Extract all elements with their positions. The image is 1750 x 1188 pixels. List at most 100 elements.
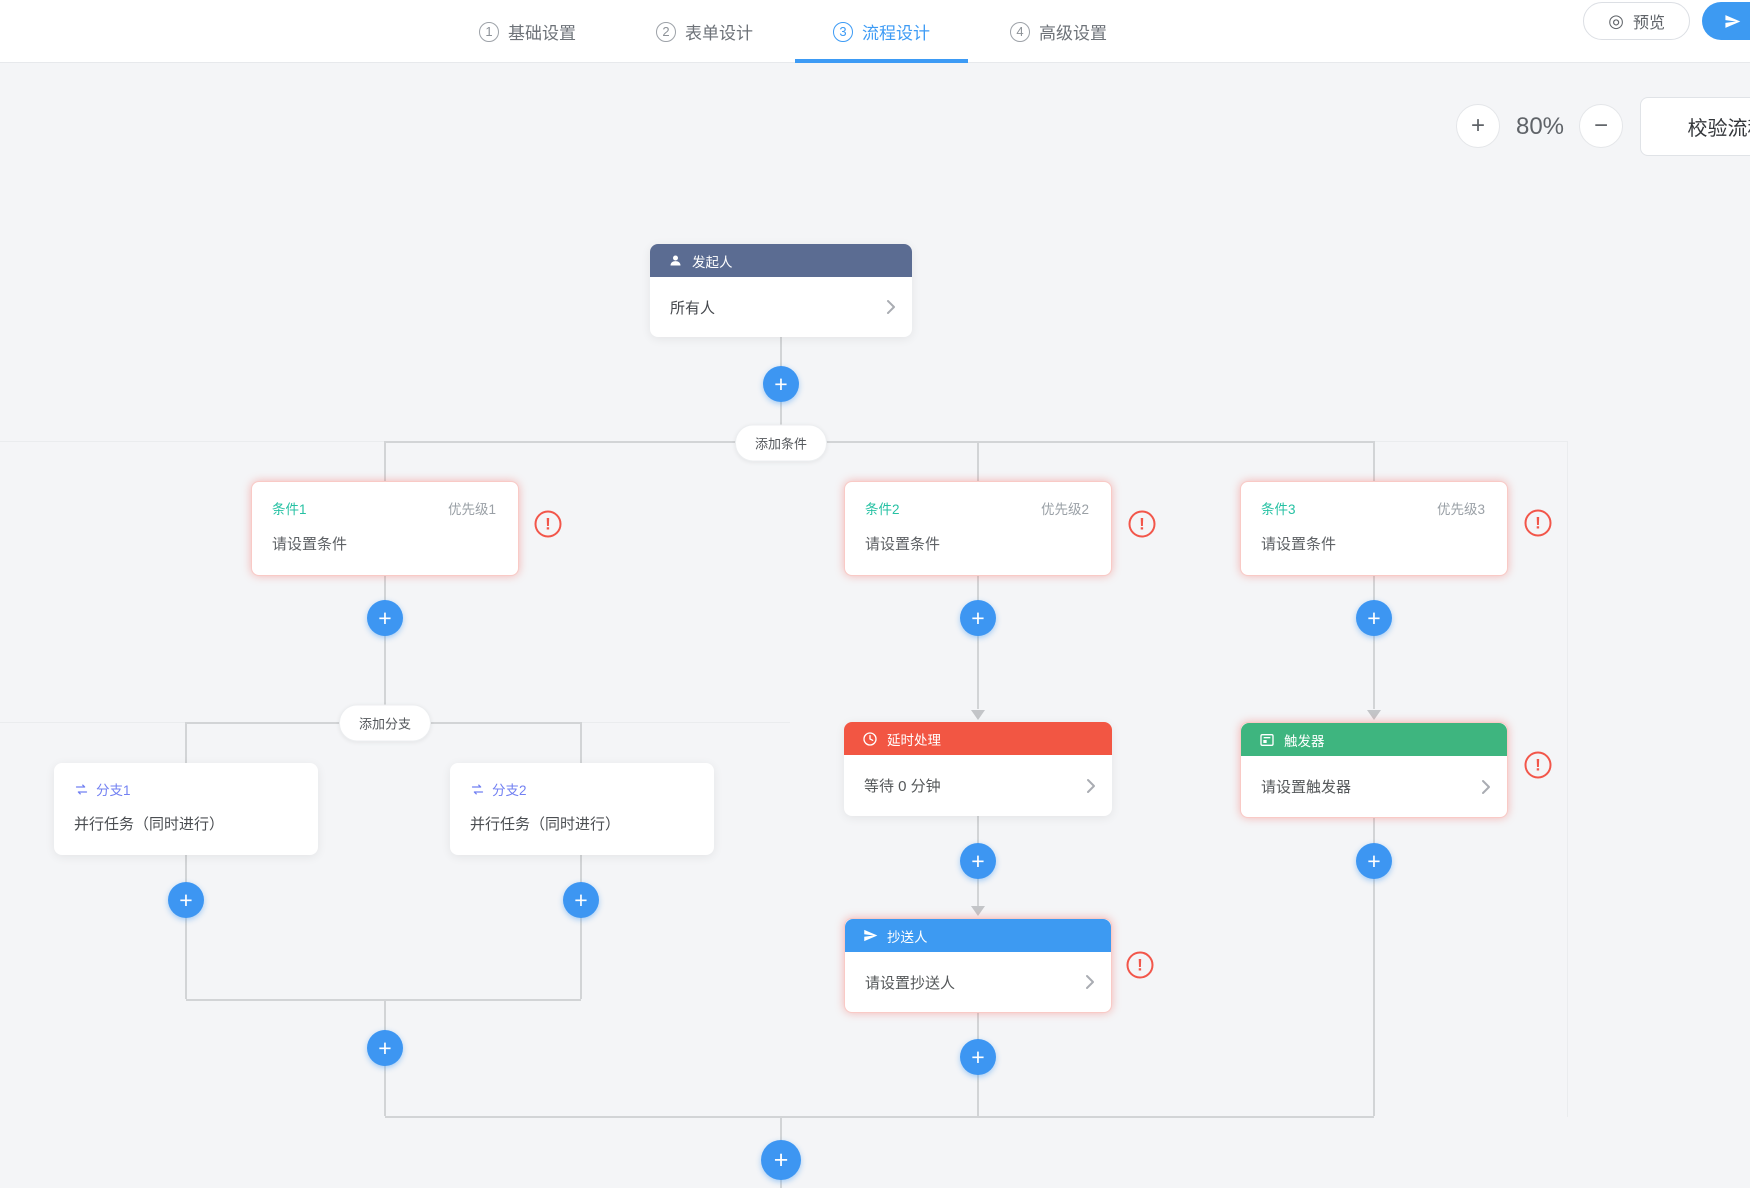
- preview-button[interactable]: ◎ 预览: [1583, 2, 1690, 40]
- add-node-button[interactable]: +: [763, 366, 799, 402]
- parallel-arrows-icon: [74, 782, 89, 797]
- connector-line: [1373, 441, 1375, 481]
- trigger-icon: [1259, 732, 1275, 748]
- add-node-button[interactable]: +: [168, 882, 204, 918]
- node-cc[interactable]: 抄送人 请设置抄送人: [844, 918, 1112, 1013]
- tab-form-design[interactable]: 2 表单设计: [618, 0, 791, 63]
- node-condition-1[interactable]: 条件1 优先级1 请设置条件: [251, 481, 519, 576]
- condition-priority: 优先级1: [447, 502, 496, 517]
- chevron-right-icon: [1085, 974, 1095, 990]
- user-icon: [668, 253, 683, 268]
- add-node-button[interactable]: +: [1356, 843, 1392, 879]
- tab-basic-settings[interactable]: 1 基础设置: [441, 0, 614, 63]
- guide-line: [1567, 441, 1568, 1117]
- node-branch-2[interactable]: 分支2 并行任务（同时进行）: [450, 763, 714, 855]
- condition-title: 条件3: [1261, 502, 1296, 517]
- condition-title: 条件1: [272, 502, 307, 517]
- node-delay[interactable]: 延时处理 等待 0 分钟: [844, 722, 1112, 816]
- connector-line: [385, 441, 1374, 443]
- branch-content: 并行任务（同时进行）: [470, 816, 621, 833]
- step-label: 流程设计: [862, 24, 930, 43]
- error-icon[interactable]: !: [1524, 751, 1552, 779]
- chevron-right-icon: [1086, 778, 1096, 794]
- zoom-in-button[interactable]: +: [1456, 104, 1500, 148]
- step-label: 表单设计: [685, 24, 753, 43]
- step-label: 高级设置: [1039, 24, 1107, 43]
- arrow-down-icon: [971, 710, 985, 720]
- paper-plane-icon: [863, 928, 878, 943]
- step-tabs: 1 基础设置 2 表单设计 3 流程设计 4 高级设置: [441, 0, 1145, 63]
- add-node-button[interactable]: +: [960, 600, 996, 636]
- condition-priority: 优先级3: [1436, 502, 1485, 517]
- branch-content: 并行任务（同时进行）: [74, 816, 225, 833]
- error-icon[interactable]: !: [1128, 510, 1156, 538]
- node-content: 所有人: [670, 299, 716, 317]
- add-node-button[interactable]: +: [1356, 600, 1392, 636]
- node-content: 请设置触发器: [1261, 779, 1352, 796]
- tab-advanced-settings[interactable]: 4 高级设置: [972, 0, 1145, 63]
- connector-line: [977, 441, 979, 481]
- parallel-arrows-icon: [470, 782, 485, 797]
- connector-line: [385, 1116, 1374, 1118]
- connector-line: [580, 722, 582, 763]
- arrow-down-icon: [971, 906, 985, 916]
- add-node-button[interactable]: +: [960, 843, 996, 879]
- chevron-right-icon: [886, 299, 896, 315]
- add-node-button[interactable]: +: [960, 1039, 996, 1075]
- top-bar: 1 基础设置 2 表单设计 3 流程设计 4 高级设置 ◎ 预览: [0, 0, 1750, 63]
- node-trigger[interactable]: 触发器 请设置触发器: [1240, 722, 1508, 818]
- connector-line: [186, 999, 581, 1001]
- step-number: 4: [1010, 21, 1030, 42]
- eye-icon: ◎: [1608, 11, 1624, 31]
- validate-flow-button[interactable]: 校验流程: [1640, 97, 1750, 156]
- connector-line: [580, 855, 582, 999]
- clock-icon: [862, 731, 878, 747]
- chevron-right-icon: [1481, 779, 1491, 795]
- connector-line: [384, 576, 386, 722]
- zoom-level: 80%: [1515, 113, 1565, 140]
- step-number: 2: [656, 21, 676, 42]
- node-branch-1[interactable]: 分支1 并行任务（同时进行）: [54, 763, 318, 855]
- connector-line: [384, 441, 386, 481]
- node-initiator[interactable]: 发起人 所有人: [650, 244, 912, 337]
- node-content: 请设置抄送人: [865, 974, 956, 992]
- condition-content: 请设置条件: [1261, 536, 1337, 553]
- add-condition-button[interactable]: 添加条件: [734, 424, 828, 462]
- step-label: 基础设置: [508, 24, 576, 43]
- node-title: 抄送人: [887, 929, 928, 945]
- add-branch-button[interactable]: 添加分支: [338, 704, 432, 742]
- node-title: 延时处理: [887, 732, 941, 748]
- step-number: 3: [833, 21, 853, 42]
- branch-title: 分支2: [492, 783, 527, 798]
- preview-label: 预览: [1632, 15, 1665, 32]
- step-number: 1: [479, 21, 499, 42]
- node-title: 触发器: [1284, 733, 1325, 749]
- branch-title: 分支1: [96, 783, 131, 798]
- add-node-button[interactable]: +: [761, 1140, 801, 1180]
- add-node-button[interactable]: +: [367, 1030, 403, 1066]
- zoom-out-button[interactable]: −: [1579, 104, 1623, 148]
- arrow-down-icon: [1367, 710, 1381, 720]
- connector-line: [1373, 576, 1375, 709]
- add-node-button[interactable]: +: [367, 600, 403, 636]
- publish-button[interactable]: 发布: [1701, 2, 1750, 40]
- error-icon[interactable]: !: [1126, 951, 1154, 979]
- condition-content: 请设置条件: [272, 536, 348, 553]
- condition-content: 请设置条件: [865, 536, 941, 553]
- error-icon[interactable]: !: [1524, 509, 1552, 537]
- node-title: 发起人: [692, 254, 733, 270]
- tab-flow-design[interactable]: 3 流程设计: [795, 0, 968, 63]
- condition-priority: 优先级2: [1040, 502, 1089, 517]
- add-node-button[interactable]: +: [563, 882, 599, 918]
- node-content: 等待 0 分钟: [864, 778, 941, 795]
- connector-line: [185, 855, 187, 999]
- node-condition-2[interactable]: 条件2 优先级2 请设置条件: [844, 481, 1112, 576]
- error-icon[interactable]: !: [534, 510, 562, 538]
- node-condition-3[interactable]: 条件3 优先级3 请设置条件: [1240, 481, 1508, 576]
- paper-plane-icon: [1724, 13, 1741, 30]
- condition-title: 条件2: [865, 502, 900, 517]
- header-actions: ◎ 预览 发布: [1583, 2, 1750, 40]
- connector-line: [977, 576, 979, 709]
